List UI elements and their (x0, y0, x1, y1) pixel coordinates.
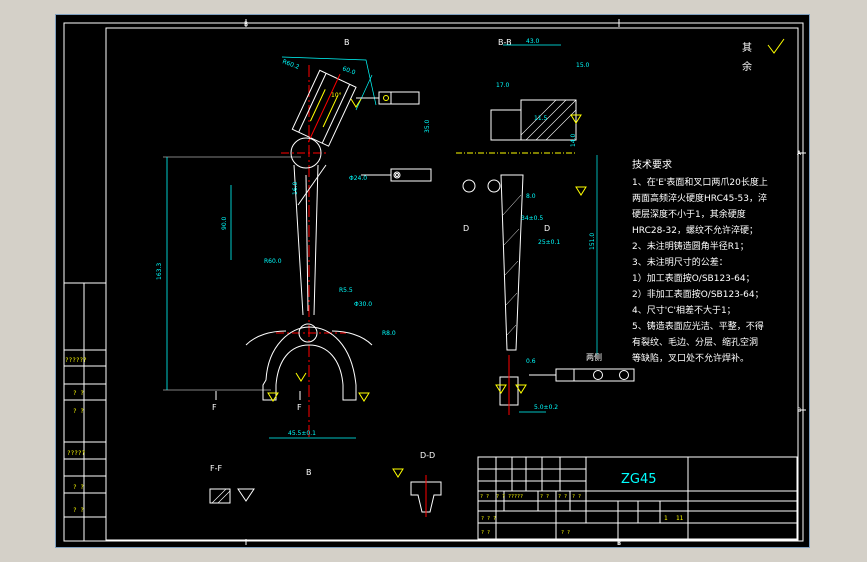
bb-section: B-B 43.0 17.0 15.0 11.5 35.0 14.0 (424, 38, 635, 415)
label-f-right: F (297, 403, 302, 412)
roughness-rest-icon (767, 38, 785, 54)
label-d-right: D (544, 224, 550, 233)
dim-r60: R60.0 (264, 258, 282, 265)
tb-row-4: ? ? (540, 494, 549, 500)
bb-dim-len: 151.0 (589, 233, 596, 250)
label-ff: F-F (210, 464, 222, 473)
label-f-left: F (212, 403, 217, 412)
outer-frame (63, 22, 804, 542)
left-cell-2: ? ? (73, 390, 84, 397)
dim-90: 90.0 (221, 216, 228, 230)
tech-line-6: 3、未注明尺寸的公差： (632, 256, 728, 268)
tech-line-10: 5、铸造表面应光洁、平整，不得 (632, 320, 764, 332)
tech-line-7: 1）加工表面按O/SB123-64； (632, 272, 755, 284)
left-cell-3: ? ? (73, 408, 84, 415)
bb-dim-8: 8.0 (526, 193, 536, 200)
cad-drawing-canvas: B B A B ?????? ? ? ? ? ????? ? ? ? ? (55, 14, 810, 548)
tech-line-1: 1、在'E'表面和叉口两爪20长度上 (632, 176, 768, 188)
tb-small-1: ? ? ? (481, 516, 496, 522)
left-margin-table (64, 282, 106, 541)
label-two-sides: 两侧 (586, 352, 602, 362)
tech-line-9: 4、尺寸'C'相差不大于1； (632, 304, 736, 316)
grid-bottom-b: B (617, 540, 621, 547)
tech-requirements: 技术要求 1、在'E'表面和叉口两爪20长度上 两面高频淬火硬度HRC45-53… (632, 158, 768, 364)
bb-dim-bot: 5.0±0.2 (534, 404, 558, 411)
left-cell-5: ? ? (73, 484, 84, 491)
dim-w16: 16.0 (292, 181, 299, 195)
tb-small-2: ? ? (481, 530, 490, 536)
rest-label-1: 其 (742, 42, 752, 54)
dim-left: 163.3 (156, 263, 163, 280)
tech-line-5: 2、未注明铸造圆角半径R1； (632, 240, 749, 252)
grid-right-b: B (797, 407, 801, 414)
bb-dim-15: 15.0 (576, 62, 590, 69)
tb-row-1: ? ? (480, 494, 489, 500)
dim-r0: R8.0 (382, 330, 396, 337)
material-label: ZG45 (621, 472, 657, 487)
dd-view: D-D (392, 451, 442, 517)
inner-frame (105, 27, 799, 541)
left-cell-4: ????? (67, 450, 85, 457)
title-block (477, 456, 798, 540)
label-dd: D-D (420, 451, 435, 460)
tb-row-3: ????? (508, 494, 523, 500)
tech-line-2: 两面高频淬火硬度HRC45-53，淬 (632, 192, 767, 204)
label-b-bottom: B (306, 468, 312, 477)
bb-dim-top: 43.0 (526, 38, 540, 45)
label-b-top: B (344, 38, 350, 47)
grid-right-a: A (797, 150, 802, 157)
bb-dim-11: 11.5 (534, 115, 548, 122)
grid-top-b: B (244, 21, 248, 28)
dim-phi: Φ30.0 (354, 301, 372, 308)
dim-r5: R5.5 (339, 287, 353, 294)
tb-small-5: 11 (676, 515, 684, 522)
main-view: 163.3 90.0 R60.0 16.0 R5.5 Φ30.0 R8.0 45… (156, 38, 432, 477)
tb-row-6: ? ? (572, 494, 581, 500)
dim-bore: Φ24.0 (349, 175, 367, 182)
bb-dim-25: 25±0.1 (538, 239, 560, 246)
left-cell-6: ? ? (73, 507, 84, 514)
dim-tilt2: 60.0 (341, 65, 356, 76)
bb-dim-low: 0.6 (526, 358, 536, 365)
bb-dim-17: 17.0 (496, 82, 510, 89)
bb-dim-35: 35.0 (424, 119, 431, 133)
dim-tilt3: 10° (331, 92, 342, 99)
dim-tilt1: R60.2 (281, 58, 300, 71)
tech-line-4: HRC28-32，螺纹不允许淬硬； (632, 224, 758, 236)
tb-small-4: 1 (664, 515, 668, 522)
label-d-left: D (463, 224, 469, 233)
tech-line-3: 硬层深度不小于1，其余硬度 (632, 208, 746, 220)
bb-dim-34: 34±0.5 (521, 215, 543, 222)
tech-line-11: 有裂纹、毛边、分层、缩孔空洞 (632, 336, 758, 348)
bb-dim-14: 14.0 (570, 133, 577, 147)
rest-label-2: 余 (742, 60, 752, 73)
dim-bot: 45.5±0.1 (288, 430, 316, 437)
tb-row-2: ? ? (496, 494, 505, 500)
tb-row-5: ? ? (558, 494, 567, 500)
tech-title: 技术要求 (632, 158, 672, 171)
tech-line-12: 等缺陷，叉口处不允许焊补。 (632, 352, 749, 364)
left-cell-1: ?????? (65, 357, 87, 364)
label-bb: B-B (498, 38, 512, 47)
ff-view: F-F (209, 464, 255, 504)
drawing-svg: B B A B ?????? ? ? ? ? ????? ? ? ? ? (63, 19, 806, 547)
tb-small-3: ? ? (561, 530, 570, 536)
tech-line-8: 2）非加工表面按O/SB123-64； (632, 288, 764, 300)
